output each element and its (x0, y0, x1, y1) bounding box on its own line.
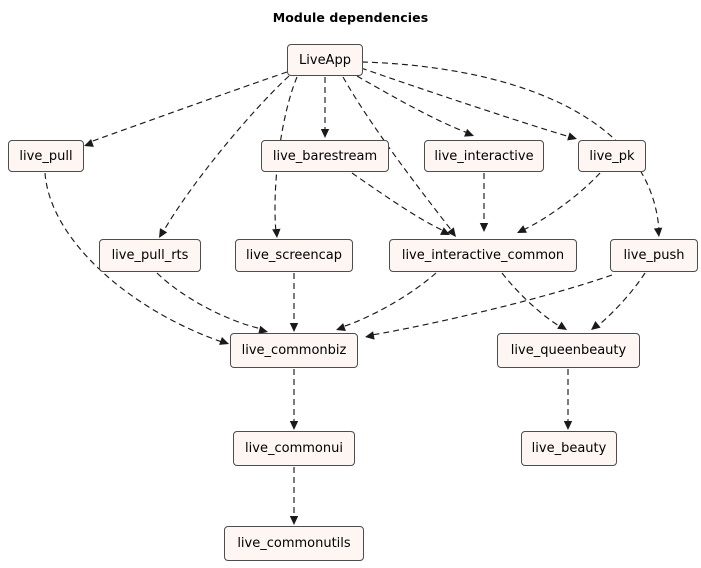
arrowhead (365, 331, 375, 340)
edge-live-queenbeauty-to-live-beauty (563, 369, 573, 430)
edge-live-push-to-live-commonbiz (365, 274, 613, 340)
arrowhead (464, 128, 474, 137)
edge-LiveApp-to-live-barestream (320, 77, 330, 138)
node-label: LiveApp (299, 52, 351, 68)
node-live-commonui[interactable]: live_commonui (233, 431, 355, 466)
edge-LiveApp-to-live-pk (360, 67, 577, 141)
arrowhead (289, 323, 299, 332)
node-label: live_interactive_common (401, 248, 565, 263)
node-label: live_commonutils (237, 536, 351, 551)
node-label: live_queenbeauty (510, 343, 627, 358)
arrowhead (440, 227, 450, 235)
edge-live-pk-to-live-interactive-common (517, 172, 601, 233)
node-live-beauty[interactable]: live_beauty (521, 431, 617, 466)
page-title: Module dependencies (272, 10, 429, 25)
edge-live-push-to-live-queenbeauty (591, 272, 646, 330)
edge-live-screencap-to-live-commonbiz (289, 273, 299, 332)
node-label: live_interactive (434, 148, 534, 164)
node-label: live_barestream (272, 148, 378, 164)
edge-LiveApp-to-live-pull (84, 71, 288, 147)
edge-live-interactive-to-live-interactive-common (479, 173, 489, 232)
node-label: live_commonbiz (241, 343, 347, 358)
node-live-commonutils[interactable]: live_commonutils (224, 526, 364, 561)
node-live-commonbiz[interactable]: live_commonbiz (230, 333, 358, 368)
edge-live-interactive-common-to-live-queenbeauty (501, 272, 567, 330)
node-label: live_screencap (246, 248, 342, 263)
arrowhead (447, 227, 456, 237)
edge-live-commonui-to-live-commonutils (289, 467, 299, 525)
edge-live-pull-rts-to-live-commonbiz (156, 272, 268, 334)
node-live-interactive-common[interactable]: live_interactive_common (389, 239, 577, 272)
node-live-queenbeauty[interactable]: live_queenbeauty (497, 333, 640, 368)
arrowhead (517, 225, 527, 233)
node-live-pk[interactable]: live_pk (578, 140, 646, 172)
arrowhead (159, 228, 168, 238)
arrowhead (289, 421, 299, 430)
node-label: live_pull (19, 148, 73, 164)
node-label: live_beauty (531, 441, 607, 456)
node-label: live_pull_rts (111, 248, 189, 263)
node-liveapp[interactable]: LiveApp (287, 44, 363, 76)
arrowhead (479, 223, 489, 232)
edge-LiveApp-to-live-interactive (356, 75, 474, 137)
node-live-barestream[interactable]: live_barestream (261, 140, 389, 172)
edge-live-barestream-to-live-interactive-common (351, 172, 450, 235)
node-live-pull[interactable]: live_pull (8, 140, 84, 172)
arrowhead (653, 227, 663, 237)
arrowhead (563, 421, 573, 430)
arrowhead (272, 228, 281, 238)
arrowhead (84, 139, 94, 147)
arrowhead (336, 323, 346, 332)
node-label: live_push (623, 248, 685, 263)
edge-live-interactive-common-to-live-commonbiz (336, 272, 437, 332)
node-live-screencap[interactable]: live_screencap (235, 239, 353, 272)
node-live-push[interactable]: live_push (610, 239, 698, 272)
arrowhead (591, 321, 601, 330)
arrowhead (557, 321, 567, 330)
arrowhead (567, 132, 577, 141)
node-label: live_commonui (245, 441, 343, 456)
arrowhead (289, 516, 299, 525)
arrowhead (219, 336, 229, 345)
arrowhead (320, 129, 330, 138)
node-label: live_pk (589, 148, 635, 164)
edge-live-commonbiz-to-live-commonui (289, 369, 299, 430)
node-live-pull-rts[interactable]: live_pull_rts (99, 239, 201, 272)
node-live-interactive[interactable]: live_interactive (424, 140, 544, 172)
